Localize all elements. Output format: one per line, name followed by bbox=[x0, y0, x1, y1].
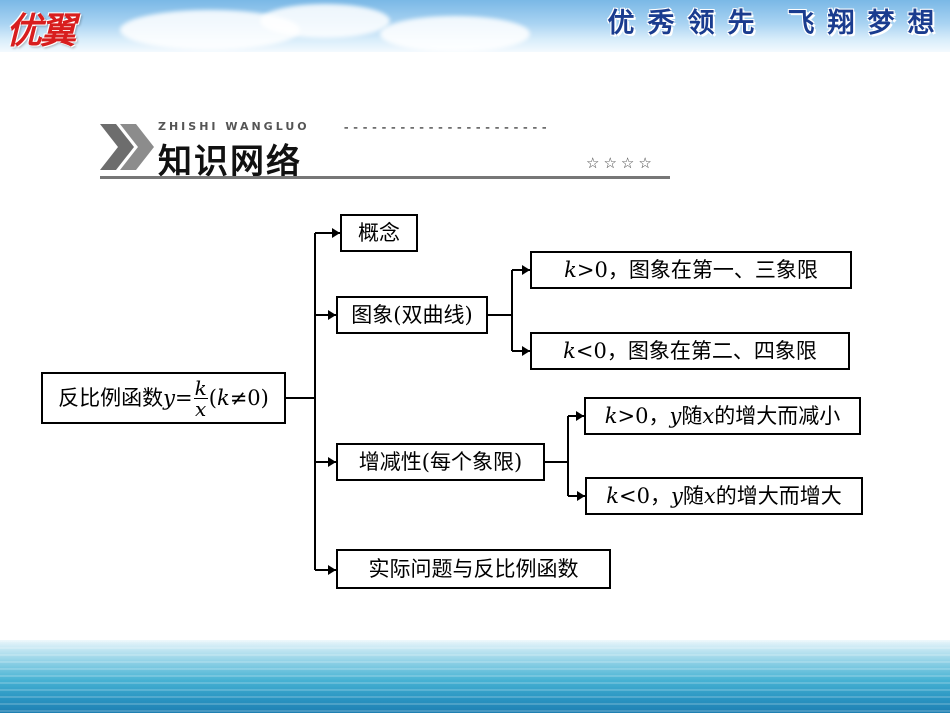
node-tail: 的增大而增大 bbox=[715, 483, 842, 508]
header-pinyin: ZHISHI WANGLUO bbox=[158, 120, 310, 133]
node-tail: 的增大而减小 bbox=[714, 403, 841, 428]
var-x: x bbox=[703, 483, 716, 508]
top-banner: 优翼 优 秀 领 先 飞 翔 梦 想 bbox=[0, 0, 950, 52]
node-mono-k-positive: k >0， y 随 x 的增大而减小 bbox=[584, 397, 861, 435]
root-cond-open: ( bbox=[208, 385, 217, 410]
cloud bbox=[380, 16, 530, 52]
slogan-char: 翔 bbox=[827, 8, 855, 39]
root-var-y: y bbox=[163, 385, 176, 410]
node-cond: >0， bbox=[617, 403, 670, 428]
header-dashes: ---------------------- bbox=[342, 120, 550, 136]
node-monotonicity: 增减性(每个象限) bbox=[336, 443, 545, 481]
fraction-denominator: x bbox=[195, 396, 207, 421]
slogan-char: 想 bbox=[907, 8, 935, 39]
header-underline bbox=[100, 176, 670, 179]
slogan-char: 优 bbox=[607, 8, 635, 39]
sea-footer bbox=[0, 640, 950, 713]
slogan-char: 先 bbox=[727, 8, 755, 39]
node-application: 实际问题与反比例函数 bbox=[336, 549, 611, 589]
var-x: x bbox=[702, 403, 715, 428]
node-concept-label: 概念 bbox=[358, 220, 400, 245]
var-y: y bbox=[670, 483, 683, 508]
node-concept: 概念 bbox=[340, 214, 418, 252]
slogan-char: 梦 bbox=[867, 8, 895, 39]
var-k: k bbox=[606, 483, 620, 508]
node-text: <0，图象在第二、四象限 bbox=[575, 338, 817, 363]
node-text: >0，图象在第一、三象限 bbox=[576, 257, 818, 282]
difficulty-stars: ☆☆☆☆ bbox=[586, 154, 656, 172]
node-graph-k-positive: k >0，图象在第一、三象限 bbox=[530, 251, 852, 289]
page-title: 知识网络 bbox=[158, 142, 302, 182]
cloud bbox=[260, 4, 390, 38]
slogan-char: 秀 bbox=[647, 8, 675, 39]
root-equals: = bbox=[175, 385, 193, 410]
slogan-char: 飞 bbox=[787, 8, 815, 39]
node-mid: 随 bbox=[681, 403, 703, 428]
root-cond-var: k bbox=[216, 385, 230, 410]
sea-sheen bbox=[0, 640, 950, 713]
node-graph-label: 图象(双曲线) bbox=[351, 302, 473, 327]
brand-logo: 优翼 bbox=[6, 11, 76, 52]
node-mono-k-negative: k <0， y 随 x 的增大而增大 bbox=[585, 477, 863, 515]
fraction-k-over-x: k x bbox=[193, 375, 208, 421]
var-k: k bbox=[604, 403, 618, 428]
node-graph-k-negative: k <0，图象在第二、四象限 bbox=[530, 332, 850, 370]
node-graph: 图象(双曲线) bbox=[336, 296, 488, 334]
root-cond-rest: ≠0) bbox=[229, 385, 269, 410]
slogan: 优 秀 领 先 飞 翔 梦 想 bbox=[602, 5, 940, 43]
root-node-inverse-proportion-function: 反比例函数 y = k x ( k ≠0) bbox=[41, 372, 286, 424]
var-k: k bbox=[563, 338, 576, 363]
node-cond: <0， bbox=[619, 483, 671, 508]
node-mid: 随 bbox=[682, 483, 704, 508]
var-k: k bbox=[564, 257, 577, 282]
slogan-char: 领 bbox=[687, 8, 715, 39]
node-application-label: 实际问题与反比例函数 bbox=[368, 556, 579, 581]
var-y: y bbox=[669, 403, 682, 428]
fraction-numerator: k bbox=[193, 375, 208, 400]
root-label: 反比例函数 bbox=[58, 385, 164, 410]
chevron-arrows-icon bbox=[100, 124, 154, 170]
section-header: ZHISHI WANGLUO 知识网络 --------------------… bbox=[100, 118, 670, 184]
node-monotonicity-label: 增减性(每个象限) bbox=[358, 449, 523, 474]
